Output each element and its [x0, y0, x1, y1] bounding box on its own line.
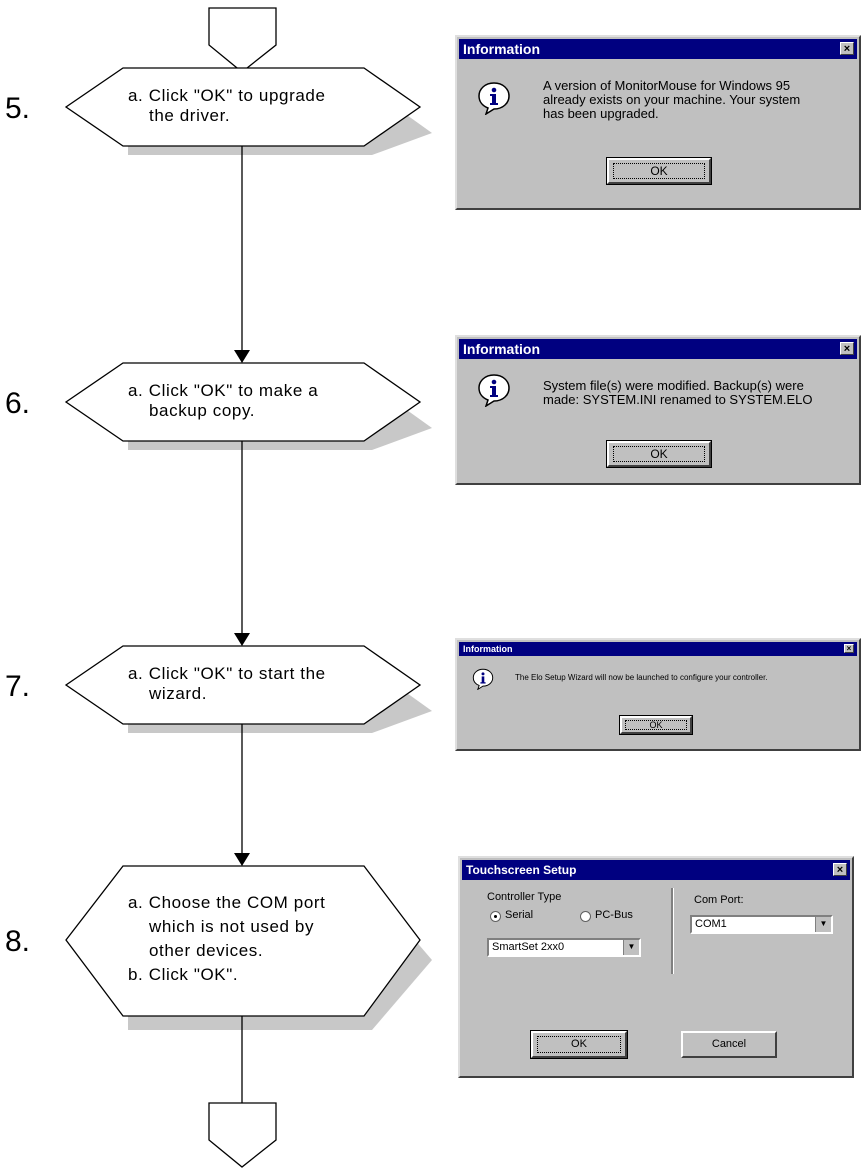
close-icon[interactable]: × — [840, 342, 854, 355]
step-7-line-1: a. Click "OK" to start the — [128, 664, 326, 683]
arrowhead — [234, 633, 250, 646]
message-line: The Elo Setup Wizard will now be launche… — [515, 673, 768, 682]
step-6-number: 6. — [5, 387, 31, 420]
com-port-select[interactable]: COM1 ▼ — [690, 915, 833, 934]
step-5-line-2: the driver. — [149, 106, 231, 125]
upgrade-dialog-titlebar: Information × — [459, 39, 857, 59]
ok-button-label: OK — [571, 1038, 587, 1050]
ok-button-label: OK — [650, 447, 668, 461]
com-port-label: Com Port: — [694, 894, 744, 906]
ok-button[interactable]: OK — [619, 715, 693, 735]
ok-button[interactable]: OK — [606, 157, 712, 185]
close-icon[interactable]: × — [833, 863, 847, 876]
step-8-line-1: a. Choose the COM port — [128, 893, 326, 912]
ok-button[interactable]: OK — [606, 440, 712, 468]
controller-model-select[interactable]: SmartSet 2xx0 ▼ — [487, 938, 641, 957]
step-6-line-2: backup copy. — [149, 401, 256, 420]
offpage-connector-icon — [208, 1102, 277, 1168]
backup-dialog: Information × System file(s) were modifi… — [455, 335, 861, 485]
arrowhead — [234, 350, 250, 363]
com-port-value: COM1 — [695, 918, 727, 930]
wizard-dialog: Information × The Elo Setup Wizard will … — [455, 638, 861, 751]
wizard-dialog-message: The Elo Setup Wizard will now be launche… — [515, 673, 768, 683]
message-line: already exists on your machine. Your sys… — [543, 92, 801, 107]
offpage-connector-icon — [208, 7, 277, 73]
touchscreen-setup-dialog: Touchscreen Setup × Controller Type Seri… — [458, 856, 854, 1078]
pcbus-radio[interactable] — [580, 911, 591, 922]
pcbus-radio-label: PC-Bus — [595, 909, 633, 921]
step-6-shape — [64, 362, 422, 442]
step-8-line-4: b. Click "OK". — [128, 965, 239, 984]
step-5-text: a. Click "OK" to upgrade the driver. — [128, 86, 326, 126]
wizard-dialog-titlebar: Information × — [459, 642, 857, 656]
step-8-line-3: other devices. — [149, 941, 264, 960]
message-line: has been upgraded. — [543, 106, 659, 121]
backup-dialog-message: System file(s) were modified. Backup(s) … — [543, 379, 812, 407]
controller-model-value: SmartSet 2xx0 — [492, 941, 565, 953]
step-6-text: a. Click "OK" to make a backup copy. — [128, 381, 318, 421]
step-7-text: a. Click "OK" to start the wizard. — [128, 664, 326, 704]
step-7-line-2: wizard. — [149, 684, 208, 703]
backup-dialog-titlebar: Information × — [459, 339, 857, 359]
info-icon — [472, 668, 494, 690]
chevron-down-icon[interactable]: ▼ — [815, 917, 831, 932]
step-6-line-1: a. Click "OK" to make a — [128, 381, 319, 400]
wizard-dialog-title: Information — [463, 644, 513, 654]
info-icon — [478, 82, 510, 115]
close-icon[interactable]: × — [840, 42, 854, 55]
step-5-line-1: a. Click "OK" to upgrade — [128, 86, 326, 105]
arrowhead — [234, 853, 250, 866]
group-divider — [671, 888, 674, 974]
serial-radio-label: Serial — [505, 909, 534, 921]
touchscreen-setup-title: Touchscreen Setup — [466, 863, 577, 877]
step-8-line-2: which is not used by — [149, 917, 315, 936]
step-7-shape — [64, 645, 422, 725]
step-8-shape — [65, 865, 421, 1017]
upgrade-dialog: Information × A version of MonitorMouse … — [455, 35, 861, 210]
step-7-number: 7. — [5, 670, 31, 703]
close-icon[interactable]: × — [844, 644, 854, 653]
step-8-text: a. Choose the COM port which is not used… — [128, 891, 325, 987]
touchscreen-setup-titlebar: Touchscreen Setup × — [462, 860, 850, 880]
ok-button-label: OK — [650, 164, 668, 178]
ok-button[interactable]: OK — [530, 1030, 628, 1059]
step-5-number: 5. — [5, 92, 31, 125]
backup-dialog-title: Information — [463, 341, 540, 357]
ok-button-label: OK — [649, 720, 663, 730]
message-line: made: SYSTEM.INI renamed to SYSTEM.ELO — [543, 392, 813, 407]
controller-type-label: Controller Type — [487, 891, 562, 903]
step-5-shape — [64, 67, 422, 147]
message-line: A version of MonitorMouse for Windows 95 — [543, 78, 791, 93]
step-8-number: 8. — [5, 925, 31, 958]
message-line: System file(s) were modified. Backup(s) … — [543, 378, 804, 393]
cancel-button[interactable]: Cancel — [681, 1031, 777, 1058]
chevron-down-icon[interactable]: ▼ — [623, 940, 639, 955]
upgrade-dialog-title: Information — [463, 41, 540, 57]
serial-radio[interactable] — [490, 911, 501, 922]
info-icon — [478, 374, 510, 407]
cancel-button-label: Cancel — [711, 1038, 747, 1050]
upgrade-dialog-message: A version of MonitorMouse for Windows 95… — [543, 79, 800, 121]
